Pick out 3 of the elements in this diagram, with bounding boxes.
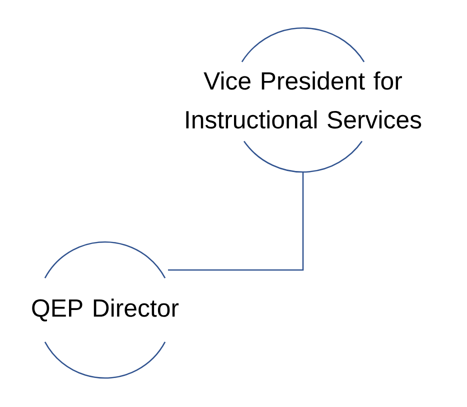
circle-node: Vice President for Instructional Services: [186, 27, 422, 173]
circle-node: QEP Director: [32, 241, 179, 379]
connector-line: [168, 172, 304, 271]
